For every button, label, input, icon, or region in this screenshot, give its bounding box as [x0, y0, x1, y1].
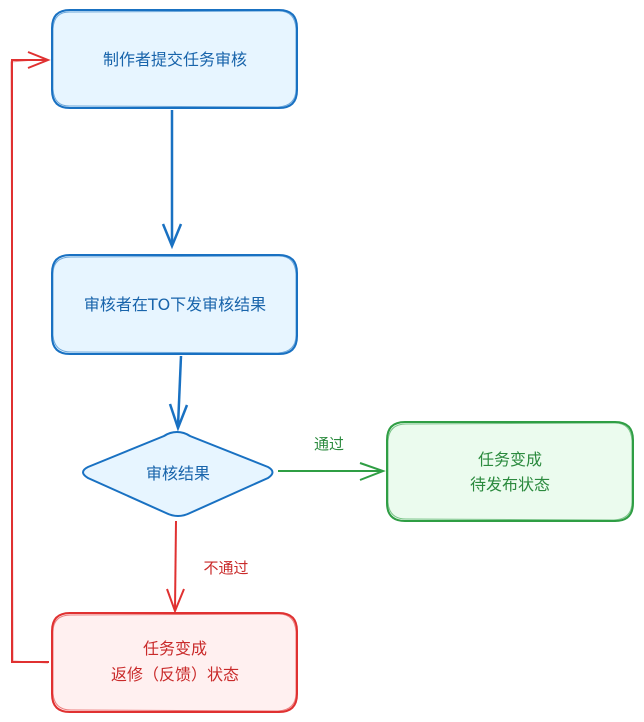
node-pending-publish-line2: 待发布状态: [470, 475, 550, 494]
edge-loop-back-line: [11, 59, 49, 663]
edge-submit-to-issue-arrowhead: [161, 223, 183, 250]
node-issue-label: 审核者在TO下发审核结果: [84, 295, 266, 314]
edge-loop-back-arrowhead: [27, 51, 51, 69]
node-rework-box: [51, 612, 298, 713]
node-pending-publish-box: [386, 421, 634, 522]
node-pending-publish-sketch-stroke: [387, 422, 633, 521]
edge-submit-to-issue: [161, 110, 183, 250]
edge-loop-back-sketch-stroke: [10, 58, 49, 664]
node-issue: 审核者在TO下发审核结果: [51, 254, 298, 355]
edge-issue-to-decision: [168, 355, 189, 432]
node-decision-label: 审核结果: [146, 464, 210, 483]
edge-pass-label: 通过: [314, 435, 344, 453]
edge-fail: 不通过: [166, 520, 249, 614]
node-rework-sketch-stroke: [52, 613, 297, 712]
edge-pass-arrowhead: [359, 462, 386, 481]
node-rework: 任务变成 返修（反馈）状态: [51, 612, 298, 713]
edge-issue-to-decision-line: [176, 355, 183, 427]
node-issue-box: [51, 254, 298, 355]
node-submit: 制作者提交任务审核: [51, 9, 298, 109]
node-rework-line2: 返修（反馈）状态: [111, 665, 239, 684]
node-issue-sketch-stroke: [52, 255, 297, 354]
node-submit-sketch-stroke: [52, 10, 297, 108]
node-rework-line1: 任务变成: [143, 639, 207, 658]
edge-issue-to-decision-arrowhead: [168, 403, 189, 432]
node-decision-diamond: [82, 430, 274, 517]
edge-pass: 通过: [278, 435, 386, 481]
node-submit-box: [51, 9, 298, 109]
edge-fail-arrowhead: [166, 588, 185, 614]
node-decision: 审核结果: [82, 430, 274, 517]
edge-fail-line: [174, 520, 177, 610]
node-pending-publish: 任务变成 待发布状态: [386, 421, 634, 522]
edge-loop-back: [10, 51, 51, 664]
node-submit-label: 制作者提交任务审核: [103, 50, 247, 69]
edge-fail-label: 不通过: [203, 559, 248, 577]
node-pending-publish-line1: 任务变成: [478, 450, 542, 469]
